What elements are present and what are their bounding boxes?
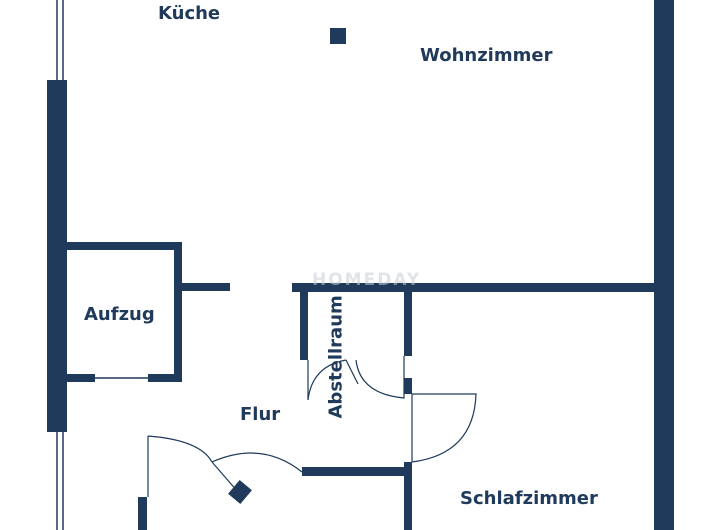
- entrance-door-swing: [147, 435, 213, 463]
- wall-living-divider: [292, 283, 654, 292]
- label-flur: Flur: [240, 404, 281, 425]
- elevator-wall-top: [67, 242, 182, 250]
- wall-stub-bottom-left: [138, 497, 147, 530]
- label-wohnzimmer: Wohnzimmer: [420, 45, 553, 66]
- label-kueche: Küche: [158, 3, 221, 24]
- storage-door-leaf-left: [345, 359, 359, 385]
- storage-wall-right-lower: [404, 378, 412, 394]
- wall-stub-bottom-door: [228, 479, 252, 505]
- label-abstellraum: Abstellraum: [325, 295, 347, 419]
- watermark-logo: HOMEDAY: [312, 270, 422, 290]
- bath-door-swing: [211, 452, 303, 473]
- storage-wall-right-upper: [404, 292, 412, 356]
- storage-wall-left: [300, 292, 308, 360]
- bath-door-leaf: [211, 461, 239, 493]
- bedroom-wall-top: [302, 467, 412, 476]
- label-aufzug: Aufzug: [84, 304, 155, 325]
- wall-right-outer: [654, 0, 674, 530]
- elevator-wall-bottom-right: [148, 374, 182, 382]
- bedroom-wall-left: [404, 462, 412, 530]
- wall-stub-center: [182, 283, 230, 291]
- elevator-wall-bottom-left: [67, 374, 95, 382]
- wall-left-outer: [47, 80, 67, 432]
- bedroom-door-swing: [411, 393, 477, 463]
- label-schlafzimmer: Schlafzimmer: [460, 488, 598, 509]
- column: [330, 28, 346, 44]
- elevator-wall-right: [174, 242, 182, 382]
- storage-door-left-swing: [307, 359, 347, 401]
- storage-door-right-swing: [355, 356, 405, 399]
